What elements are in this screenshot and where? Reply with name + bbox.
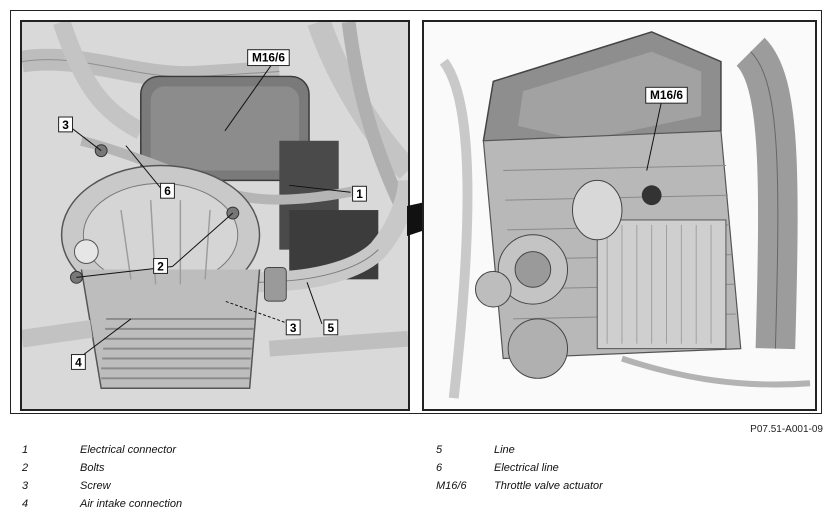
legend-item: 3 Screw <box>22 480 322 498</box>
legend-label: Air intake connection <box>80 498 183 510</box>
callout-6: 6 <box>160 182 175 199</box>
callout-3-bottom: 3 <box>285 319 301 336</box>
legend-number: 5 <box>436 444 443 456</box>
callout-3-top: 3 <box>58 116 73 133</box>
detail-view-panel: M16/6 1 2 3 3 4 <box>20 20 410 411</box>
engine-overview-panel: M16/6 <box>422 20 817 411</box>
engine-overview-illustration: M16/6 <box>439 31 811 399</box>
callout-1: 1 <box>352 185 367 202</box>
svg-text:3: 3 <box>290 321 297 335</box>
svg-text:M16/6: M16/6 <box>252 51 285 65</box>
legend-number: 6 <box>436 462 443 474</box>
svg-text:2: 2 <box>157 259 164 273</box>
legend-item: M16/6 Throttle valve actuator <box>436 480 736 498</box>
legend-label: Bolts <box>80 462 105 474</box>
legend-label: Line <box>494 444 515 456</box>
svg-text:6: 6 <box>164 184 171 198</box>
legend-item: 5 Line <box>436 444 736 462</box>
callout-2: 2 <box>153 258 168 274</box>
svg-text:M16/6: M16/6 <box>650 88 683 102</box>
legend-label: Electrical line <box>494 462 559 474</box>
legend-label: Throttle valve actuator <box>494 480 603 492</box>
legend-number: 4 <box>22 498 29 510</box>
legend-item: 2 Bolts <box>22 462 322 480</box>
figure-frame: M16/6 1 2 3 3 4 <box>10 10 822 414</box>
legend-item: 6 Electrical line <box>436 462 736 480</box>
figure-code: P07.51-A001-09 <box>750 424 823 435</box>
legend-label: Electrical connector <box>80 444 176 456</box>
legend-item: 4 Air intake connection <box>22 498 322 516</box>
legend-item: 1 Electrical connector <box>22 444 322 462</box>
throttle-valve-detail-illustration: M16/6 1 2 3 3 4 <box>22 22 408 389</box>
svg-text:5: 5 <box>327 321 334 335</box>
callout-4: 4 <box>70 354 86 370</box>
legend-label: Screw <box>80 480 111 492</box>
legend-left: 1 Electrical connector 2 Bolts 3 Screw 4… <box>22 444 322 516</box>
legend-number: 2 <box>22 462 29 474</box>
callout-m16-6-right: M16/6 <box>645 86 688 104</box>
legend-number: M16/6 <box>436 480 467 492</box>
legend-right: 5 Line 6 Electrical line M16/6 Throttle … <box>436 444 736 498</box>
svg-text:3: 3 <box>62 118 69 132</box>
svg-text:4: 4 <box>75 355 82 369</box>
legend-number: 3 <box>22 480 29 492</box>
svg-text:1: 1 <box>356 187 363 201</box>
callout-5: 5 <box>323 319 339 336</box>
callout-m16-6-left: M16/6 <box>247 49 290 67</box>
legend-number: 1 <box>22 444 29 456</box>
